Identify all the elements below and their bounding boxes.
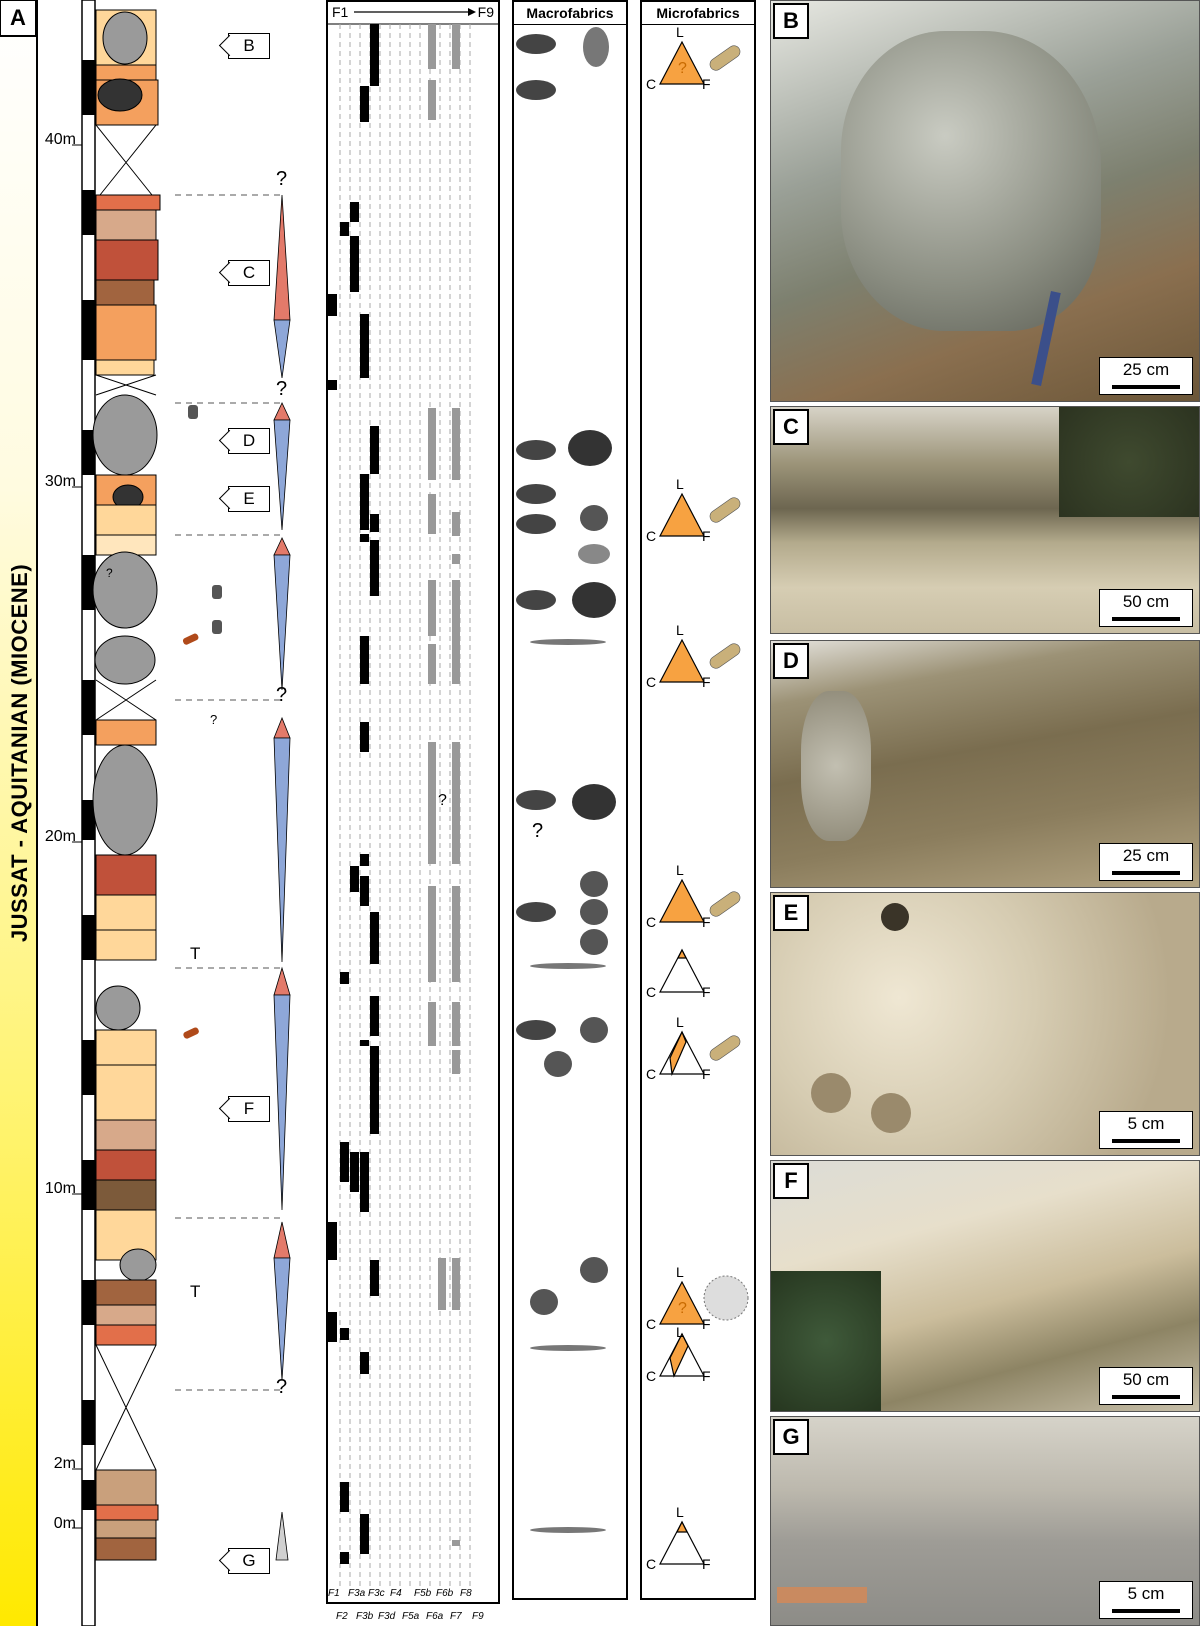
uncertain-boundary: ? — [276, 1376, 288, 1398]
facies-arrow-start: F1 — [332, 4, 349, 20]
trace-letter: T — [190, 1282, 201, 1301]
outcrop-photo-b: B 25 cm — [770, 0, 1200, 402]
photo-label: D — [773, 643, 809, 679]
photo-label: B — [773, 3, 809, 39]
depth-label: 0m — [53, 1515, 76, 1532]
uncertain-facies: ? — [438, 792, 447, 809]
callout-outcrop-c: C — [228, 260, 270, 286]
depth-label: 30m — [44, 473, 76, 490]
scale-bar: 50 cm — [1099, 1367, 1193, 1405]
callout-outcrop-b: B — [228, 33, 270, 59]
facies-panel: F1 F9 — [326, 0, 500, 1604]
uncertain-boundary: ? — [210, 712, 218, 727]
stratigraphic-unit-sidebar: A JUSSAT - AQUITANIAN (MIOCENE) — [0, 0, 38, 1626]
callout-outcrop-e: E — [228, 486, 270, 512]
scale-bar: 25 cm — [1099, 357, 1193, 395]
callout-outcrop-f: F — [228, 1096, 270, 1122]
depth-label: 10m — [44, 1180, 76, 1197]
callout-outcrop-d: D — [228, 428, 270, 454]
uncertain-boundary: ? — [106, 566, 113, 580]
outcrop-photo-f: F 50 cm — [770, 1160, 1200, 1412]
scale-bar: 5 cm — [1099, 1111, 1193, 1149]
outcrop-photo-d: D 25 cm — [770, 640, 1200, 888]
macrofabrics-title: Macrofabrics — [514, 2, 626, 25]
microfabrics-panel: Microfabrics L C F ? — [640, 0, 756, 1600]
depth-label: 20m — [44, 828, 76, 845]
microfabric-triangles — [659, 40, 749, 1565]
photo-label: G — [773, 1419, 809, 1455]
meter-scale-bar — [72, 0, 96, 1626]
callout-outcrop-g: G — [228, 1548, 270, 1574]
uncertain-boundary: ? — [276, 684, 288, 706]
photo-label: C — [773, 409, 809, 445]
macrofabrics-panel: Macrofabrics — [512, 0, 628, 1600]
photo-label: F — [773, 1163, 809, 1199]
scale-bar: 5 cm — [1099, 1581, 1193, 1619]
depth-label: 2m — [53, 1455, 76, 1472]
uncertain-boundary: ? — [276, 168, 288, 190]
scale-bar: 25 cm — [1099, 843, 1193, 881]
outcrop-photo-c: C 50 cm — [770, 406, 1200, 634]
scale-bar: 50 cm — [1099, 589, 1193, 627]
facies-arrow-end: F9 — [477, 4, 494, 20]
depth-label: 40m — [44, 131, 76, 148]
uncertain-boundary: ? — [276, 378, 288, 400]
photo-label: E — [773, 895, 809, 931]
microfabrics-title: Microfabrics — [642, 2, 754, 25]
outcrop-photo-e: E 5 cm — [770, 892, 1200, 1156]
panel-label-a: A — [0, 0, 37, 37]
stratigraphic-log — [72, 0, 291, 1626]
facies-grid — [328, 8, 498, 1587]
outcrop-photo-g: G 5 cm — [770, 1416, 1200, 1626]
trace-letter: T — [190, 944, 201, 963]
macrofabric-symbols — [516, 27, 616, 1533]
uncertain-macrofabric: ? — [532, 820, 544, 842]
sequence-triangles — [273, 194, 291, 1561]
lithology-beds — [92, 9, 161, 1561]
